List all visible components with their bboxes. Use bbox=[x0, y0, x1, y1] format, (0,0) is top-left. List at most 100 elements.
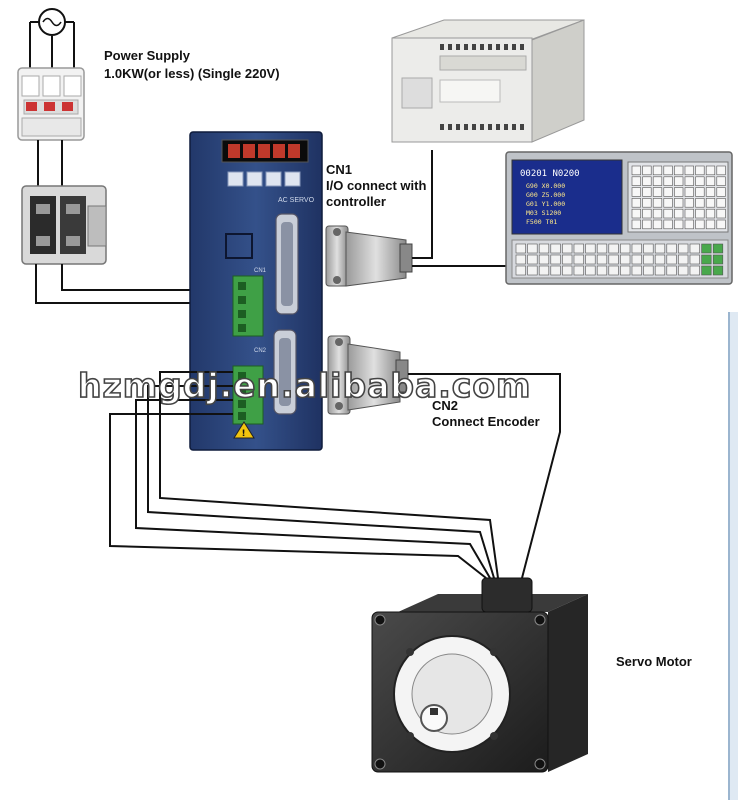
power-supply-spec: 1.0KW(or less) (Single 220V) bbox=[104, 66, 280, 81]
cnc-key bbox=[538, 243, 550, 254]
cnc-key bbox=[620, 243, 631, 254]
cnc-key bbox=[695, 198, 705, 208]
cnc-key bbox=[631, 208, 641, 219]
cnc-key bbox=[674, 165, 684, 176]
cnc-screen-line: F500 T01 bbox=[526, 218, 557, 226]
cnc-key bbox=[573, 265, 584, 276]
circuit-breaker bbox=[17, 67, 85, 141]
cn2-plug-connector bbox=[327, 335, 409, 415]
cnc-key bbox=[642, 176, 652, 186]
cnc-key bbox=[631, 254, 642, 265]
cnc-key bbox=[631, 198, 641, 208]
cnc-screen-line: M03 S1200 bbox=[526, 209, 561, 217]
cnc-key bbox=[527, 254, 538, 265]
svg-text:CN1: CN1 bbox=[254, 268, 267, 274]
cnc-key bbox=[596, 265, 608, 276]
cnc-key bbox=[585, 254, 596, 265]
cnc-key bbox=[515, 243, 526, 254]
cnc-key bbox=[643, 243, 654, 254]
warning-icon bbox=[233, 421, 255, 439]
cnc-key bbox=[631, 219, 641, 230]
cnc-key bbox=[716, 176, 726, 186]
cnc-key bbox=[663, 176, 673, 186]
cnc-key bbox=[643, 265, 654, 276]
cnc-key bbox=[701, 265, 712, 276]
cnc-key bbox=[684, 219, 694, 230]
cnc-key bbox=[705, 219, 716, 230]
cnc-key bbox=[684, 198, 694, 208]
cnc-key bbox=[562, 243, 573, 254]
power-terminal-block bbox=[232, 275, 264, 337]
cnc-key bbox=[642, 219, 652, 230]
cnc-key bbox=[701, 243, 712, 254]
cnc-key bbox=[642, 187, 652, 197]
contactor bbox=[21, 185, 107, 265]
cnc-key bbox=[678, 243, 689, 254]
cnc-key bbox=[515, 265, 526, 276]
cnc-key bbox=[684, 165, 694, 176]
servo-motor bbox=[371, 577, 588, 773]
cnc-key bbox=[663, 165, 673, 176]
servo-motor-label: Servo Motor bbox=[616, 654, 692, 669]
cnc-key bbox=[631, 265, 642, 276]
cnc-key bbox=[631, 176, 641, 186]
cnc-key bbox=[654, 265, 666, 276]
cnc-key bbox=[585, 265, 596, 276]
cnc-screen-top: 00201 N0200 bbox=[520, 169, 580, 179]
controller-wires bbox=[412, 150, 508, 267]
cnc-key bbox=[538, 265, 550, 276]
cnc-key bbox=[642, 208, 652, 219]
cnc-key bbox=[674, 176, 684, 186]
cnc-key bbox=[663, 198, 673, 208]
power-supply-title: Power Supply bbox=[104, 48, 190, 63]
cnc-key bbox=[695, 176, 705, 186]
cnc-key bbox=[608, 243, 619, 254]
ac-source-icon bbox=[29, 8, 75, 70]
cnc-screen-text: 00201 N0200 G90 X0.000 G00 Z5.000 G01 Y1… bbox=[520, 169, 580, 226]
cnc-key bbox=[527, 265, 538, 276]
cnc-key bbox=[562, 265, 573, 276]
cnc-key bbox=[674, 187, 684, 197]
cn1-title: CN1 bbox=[326, 162, 353, 177]
cn1-line2: controller bbox=[326, 194, 386, 209]
cnc-key bbox=[515, 254, 526, 265]
cnc-key bbox=[695, 187, 705, 197]
cnc-key bbox=[631, 165, 641, 176]
cnc-key bbox=[689, 265, 700, 276]
cnc-key bbox=[674, 219, 684, 230]
cnc-key bbox=[652, 176, 663, 186]
cnc-key bbox=[652, 187, 663, 197]
cnc-key bbox=[705, 187, 716, 197]
cnc-key bbox=[596, 243, 608, 254]
motor-encoder-box bbox=[481, 577, 533, 613]
cnc-key bbox=[550, 243, 561, 254]
cnc-key bbox=[652, 208, 663, 219]
cnc-key bbox=[654, 254, 666, 265]
cnc-key bbox=[689, 243, 700, 254]
cnc-key bbox=[701, 254, 712, 265]
cnc-key bbox=[573, 243, 584, 254]
cnc-screen-line: G90 X0.000 bbox=[526, 182, 565, 190]
motor-power-wires bbox=[109, 371, 499, 579]
cnc-keypad bbox=[515, 165, 726, 276]
svg-text:!: ! bbox=[242, 429, 246, 439]
cnc-key bbox=[654, 243, 666, 254]
power-input-wires bbox=[35, 264, 236, 304]
side-window-edge bbox=[728, 312, 738, 800]
breaker-to-contactor-wires bbox=[37, 140, 63, 190]
cnc-key bbox=[631, 243, 642, 254]
cnc-key bbox=[689, 254, 700, 265]
cnc-key bbox=[550, 265, 561, 276]
watermark: hzmgdj.en.alibaba.com bbox=[77, 365, 532, 406]
cnc-key bbox=[550, 254, 561, 265]
cnc-key bbox=[684, 208, 694, 219]
cnc-key bbox=[652, 219, 663, 230]
cnc-key bbox=[631, 187, 641, 197]
cnc-key bbox=[712, 243, 724, 254]
cn2-title: CN2 bbox=[432, 398, 459, 413]
cnc-key bbox=[716, 219, 726, 230]
cnc-key bbox=[716, 198, 726, 208]
motor-shaft bbox=[420, 704, 448, 732]
cnc-key bbox=[716, 208, 726, 219]
svg-text:CN2: CN2 bbox=[254, 348, 267, 354]
